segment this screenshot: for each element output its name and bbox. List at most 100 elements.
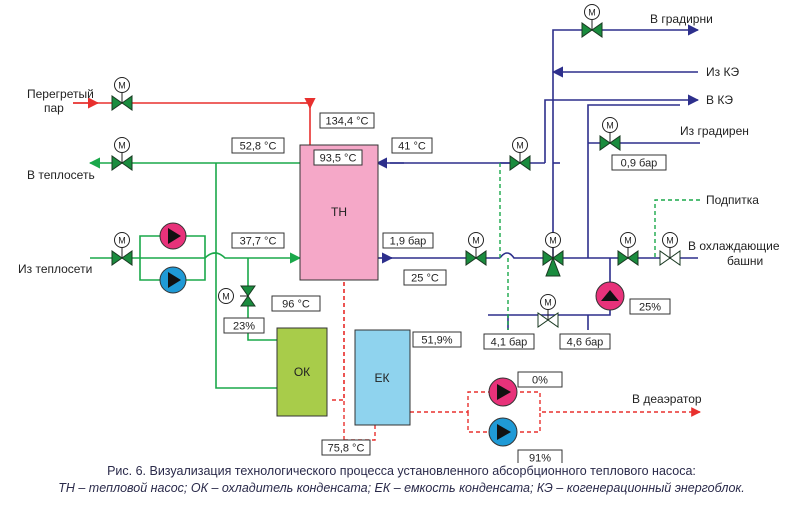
ok-label: ОК: [294, 365, 310, 379]
motor-letter: M: [544, 298, 552, 308]
motor-letter: M: [606, 121, 614, 131]
reading-value: 51,9%: [421, 335, 452, 347]
reading-t-th: 93,5 °C: [313, 149, 363, 166]
motor-actuator-icon: [114, 77, 130, 93]
reading-pump-25: 25%: [629, 298, 671, 315]
motor-letter: M: [472, 236, 480, 246]
from-heat-net-label: Из теплосети: [18, 262, 92, 276]
reading-value: 4,6 бар: [567, 337, 604, 349]
valve-cooling-out[interactable]: M: [617, 232, 639, 266]
motor-letter: M: [516, 141, 524, 151]
motor-actuator-icon: [114, 137, 130, 153]
makeup-label: Подпитка: [706, 193, 759, 207]
figure-caption: Рис. 6. Визуализация технологического пр…: [0, 463, 803, 497]
to-heat-net-label: В теплосеть: [27, 168, 95, 182]
reading-value: 23%: [233, 321, 255, 333]
reading-pump-0: 0%: [517, 371, 563, 388]
motor-actuator-icon: [512, 137, 528, 153]
motor-actuator-icon: [662, 232, 678, 248]
reading-value: 52,8 °C: [240, 141, 277, 153]
reading-value: 1,9 бар: [390, 236, 427, 248]
reading-value: 0%: [532, 375, 548, 387]
caption-line-2: ТН – тепловой насос; ОК – охладитель кон…: [58, 481, 745, 495]
reading-t-25: 25 °C: [403, 269, 447, 286]
reading-t-hot-out: 52,8 °C: [231, 137, 285, 154]
reading-t-96: 96 °C: [271, 295, 321, 312]
readings: 134,4 °C 52,8 °C 93,5 °C 41 °C 37,7 °C 1,9 ба…: [223, 112, 671, 464]
valve-steam[interactable]: M: [111, 77, 133, 111]
motor-letter: M: [118, 141, 126, 151]
steam-label-2: пар: [44, 101, 64, 115]
reading-p-41: 4,1 бар: [483, 333, 535, 350]
condensate-cooler-ok: [276, 327, 328, 417]
pump-condensate-1: [488, 377, 518, 407]
to-cooling-towers-label: В градирни: [650, 12, 713, 26]
heat-pump-th: [299, 144, 379, 281]
reading-p-1: 1,9 бар: [382, 232, 434, 249]
motor-letter: M: [588, 8, 596, 18]
valve-bypass[interactable]: M: [537, 294, 559, 328]
reading-value: 134,4 °C: [326, 116, 369, 128]
pump-heat-net-1: [159, 222, 187, 250]
motor-letter: M: [118, 81, 126, 91]
reading-t-steam: 134,4 °C: [319, 112, 375, 129]
reading-p-46: 4,6 бар: [559, 333, 611, 350]
reading-t-return: 37,7 °C: [231, 232, 285, 249]
motor-letter: M: [549, 236, 557, 246]
motor-letter: M: [222, 292, 230, 302]
to-cooling-towers-2-line2: башни: [727, 254, 763, 268]
valve-from-towers[interactable]: M: [599, 117, 621, 151]
reading-value: 41 °C: [398, 141, 426, 153]
reading-value: 91%: [529, 453, 551, 464]
reading-t-cogen: 41 °C: [391, 137, 433, 154]
th-label: ТН: [331, 205, 347, 219]
reading-value: 4,1 бар: [491, 337, 528, 349]
steam-pipes: [73, 97, 316, 145]
makeup-pipes: [499, 163, 700, 330]
reading-value: 93,5 °C: [320, 153, 357, 165]
valves: M M M M M M M M M M M M: [111, 4, 681, 328]
reading-value: 75,8 °C: [328, 443, 365, 455]
reading-p-09: 0,9 бар: [611, 154, 667, 171]
hot-water-pipes: [88, 157, 302, 389]
reading-valve-23: 23%: [223, 317, 265, 334]
valve-to-towers[interactable]: M: [581, 4, 603, 38]
valve-towers-out[interactable]: M: [659, 232, 681, 266]
from-cooling-towers-label: Из градирен: [680, 124, 749, 138]
motor-letter: M: [118, 236, 126, 246]
motor-actuator-icon: [218, 288, 234, 304]
pump-heat-net-2: [159, 266, 187, 294]
valve-heat-in[interactable]: M: [111, 232, 133, 266]
motor-actuator-icon: [545, 232, 561, 248]
reading-value: 25%: [639, 302, 661, 314]
motor-actuator-icon: [114, 232, 130, 248]
motor-actuator-icon: [620, 232, 636, 248]
to-cooling-towers-2-line1: В охлаждающие: [688, 239, 780, 253]
reading-value: 25 °C: [411, 273, 439, 285]
steam-label-1: Перегретый: [27, 87, 94, 101]
ek-label: ЕК: [375, 371, 390, 385]
to-cogen-label: В КЭ: [706, 93, 733, 107]
to-deaerator-label: В деаэратор: [632, 392, 702, 406]
caption-line-1: Рис. 6. Визуализация технологического пр…: [107, 464, 696, 478]
valve-ok-valve[interactable]: M: [218, 285, 256, 307]
cooling-pipes: [375, 24, 700, 330]
valve-cogen[interactable]: M: [509, 137, 531, 171]
motor-actuator-icon: [602, 117, 618, 133]
motor-letter: M: [624, 236, 632, 246]
reading-t-75: 75,8 °C: [321, 439, 371, 456]
condensate-tank-ek: [354, 329, 411, 426]
pump-cooling: [595, 281, 625, 311]
flow-labels: Перегретый пар В теплосеть Из теплосети …: [18, 12, 780, 406]
reading-value: 37,7 °C: [240, 236, 277, 248]
valve-heat-out[interactable]: M: [111, 137, 133, 171]
valve-three-way[interactable]: M: [542, 232, 564, 277]
motor-actuator-icon: [584, 4, 600, 20]
process-diagram: ТН ОК ЕК M M M M M M M M M M M M 134,4 °C 52,8 °C 93,…: [18, 4, 780, 464]
reading-value: 96 °C: [282, 299, 310, 311]
motor-actuator-icon: [540, 294, 556, 310]
valve-return[interactable]: M: [465, 232, 487, 266]
reading-level-ek: 51,9%: [412, 331, 462, 348]
from-cogen-label: Из КЭ: [706, 65, 739, 79]
motor-letter: M: [666, 236, 674, 246]
